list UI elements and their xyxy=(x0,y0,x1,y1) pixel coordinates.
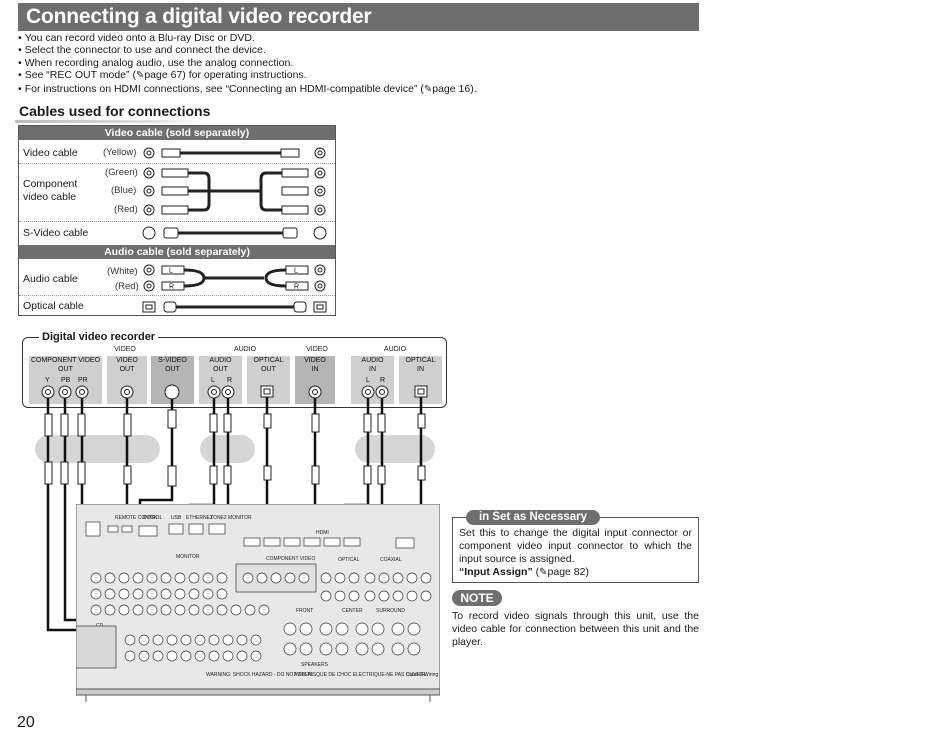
receiver-jack-grid xyxy=(90,572,432,662)
pencil-reference-icon: ✎ xyxy=(135,70,145,82)
bullet-text: For instructions on HDMI connections, se… xyxy=(24,82,424,95)
pencil-reference-icon: ✎ xyxy=(423,83,433,95)
plug-mark-l: L xyxy=(294,268,298,275)
audio-cable-drawing xyxy=(143,264,326,292)
group-label: AUDIO xyxy=(233,346,257,353)
label-center: CENTER xyxy=(342,608,363,614)
page-number: 20 xyxy=(17,714,35,731)
group-label: AUDIO xyxy=(383,346,407,353)
page-title: Connecting a digital video recorder xyxy=(26,5,372,28)
video-cable-drawing xyxy=(143,147,326,159)
heading-underline xyxy=(15,120,205,123)
bullet-item: Select the connector to use and connect … xyxy=(18,44,477,56)
bullet-item: See “REC OUT mode” (✎page 67) for operat… xyxy=(18,69,477,82)
receiver-back-panel: REMOTE CONTROL DOCK USB ETHERNET ZONE2 M… xyxy=(76,504,440,702)
label-zone2: ZONE2 MONITOR xyxy=(210,515,252,521)
cables-heading: Cables used for connections xyxy=(19,103,211,119)
label-dock: DOCK xyxy=(143,515,158,521)
label-surround: SURROUND xyxy=(376,608,405,614)
plug-mark-l: L xyxy=(169,268,173,275)
cable-color-label: (Green) xyxy=(105,167,138,178)
divider xyxy=(19,295,335,296)
label-warning: WARNING: SHOCK HAZARD - DO NOT OPEN. xyxy=(206,672,313,678)
label-ethernet: ETHERNET xyxy=(186,515,213,521)
info-ref-bold: “Input Assign” xyxy=(459,566,533,578)
pencil-reference-icon: ✎ xyxy=(539,567,548,578)
page-ref: page 16). xyxy=(432,82,477,95)
note-title: NOTE xyxy=(452,590,502,606)
bullet-item: For instructions on HDMI connections, se… xyxy=(18,83,477,96)
group-label: VIDEO xyxy=(306,346,328,353)
optical-cable-drawing xyxy=(142,301,327,313)
divider xyxy=(19,163,335,164)
component-cable-drawing xyxy=(143,167,326,216)
cable-color-label: (Blue) xyxy=(111,185,137,196)
info-reference: “Input Assign” (✎page 82) xyxy=(459,566,589,578)
svideo-cable-drawing xyxy=(142,226,327,240)
audio-cable-header: Audio cable (sold separately) xyxy=(19,245,335,259)
label-monitor: MONITOR xyxy=(176,554,200,560)
info-text: Set this to change the digital input con… xyxy=(459,527,692,565)
intro-bullets: You can record video onto a Blu-ray Disc… xyxy=(18,32,477,96)
label-optical: OPTICAL xyxy=(338,557,360,563)
label-front: FRONT xyxy=(296,608,313,614)
optical-cable-label: Optical cable xyxy=(23,300,84,312)
bullet-item: When recording analog audio, use the ana… xyxy=(18,57,477,69)
jack-sub-label: Y xyxy=(45,377,50,384)
divider xyxy=(19,221,335,222)
bullet-text: See “REC OUT mode” ( xyxy=(24,69,136,82)
jack-sub-label: L xyxy=(211,377,215,384)
cable-color-label: (Red) xyxy=(114,204,138,215)
plug-mark-r: R xyxy=(169,284,174,291)
label-coaxial: COAXIAL xyxy=(380,557,402,563)
label-class2: Class 2 Wiring xyxy=(406,672,438,678)
svideo-cable-label: S-Video cable xyxy=(23,227,89,239)
group-label: VIDEO xyxy=(114,346,136,353)
audio-cable-label: Audio cable xyxy=(23,273,78,285)
label-component: COMPONENT VIDEO xyxy=(266,556,315,562)
label-remote-control: REMOTE CONTROL xyxy=(115,515,162,521)
jack-sub-label: PR xyxy=(78,377,88,384)
video-cable-label: Video cable xyxy=(23,147,78,159)
jack-sub-label: L xyxy=(366,377,370,384)
label-avis: AVIS: RISQUE DE CHOC ELECTRIQUE-NE PAS O… xyxy=(294,672,427,678)
dvr-title: Digital video recorder xyxy=(39,331,159,343)
cable-color-label: (Yellow) xyxy=(103,147,137,158)
note-text: To record video signals through this uni… xyxy=(452,610,699,648)
dvr-panel xyxy=(22,337,447,408)
title-bar: Connecting a digital video recorder xyxy=(18,3,699,31)
jack-sub-label: R xyxy=(227,377,233,384)
cable-color-label: (Red) xyxy=(115,281,139,292)
video-cable-header: Video cable (sold separately) xyxy=(19,126,335,140)
cable-illustrations: L R L R xyxy=(142,147,327,313)
page-ref: page 67) for operating instructions. xyxy=(144,69,307,82)
info-title: in Set as Necessary xyxy=(466,510,600,525)
label-speakers: SPEAKERS xyxy=(301,662,329,668)
bullet-item: You can record video onto a Blu-ray Disc… xyxy=(18,32,477,44)
plug-mark-r: R xyxy=(294,284,299,291)
cable-table: Video cable (sold separately) Video cabl… xyxy=(18,125,336,316)
jack-sub-label: PB xyxy=(61,377,71,384)
label-hdmi: HDMI xyxy=(316,530,329,536)
label-usb: USB xyxy=(171,515,182,521)
cable-color-label: (White) xyxy=(107,266,138,277)
jack-sub-label: R xyxy=(380,377,386,384)
